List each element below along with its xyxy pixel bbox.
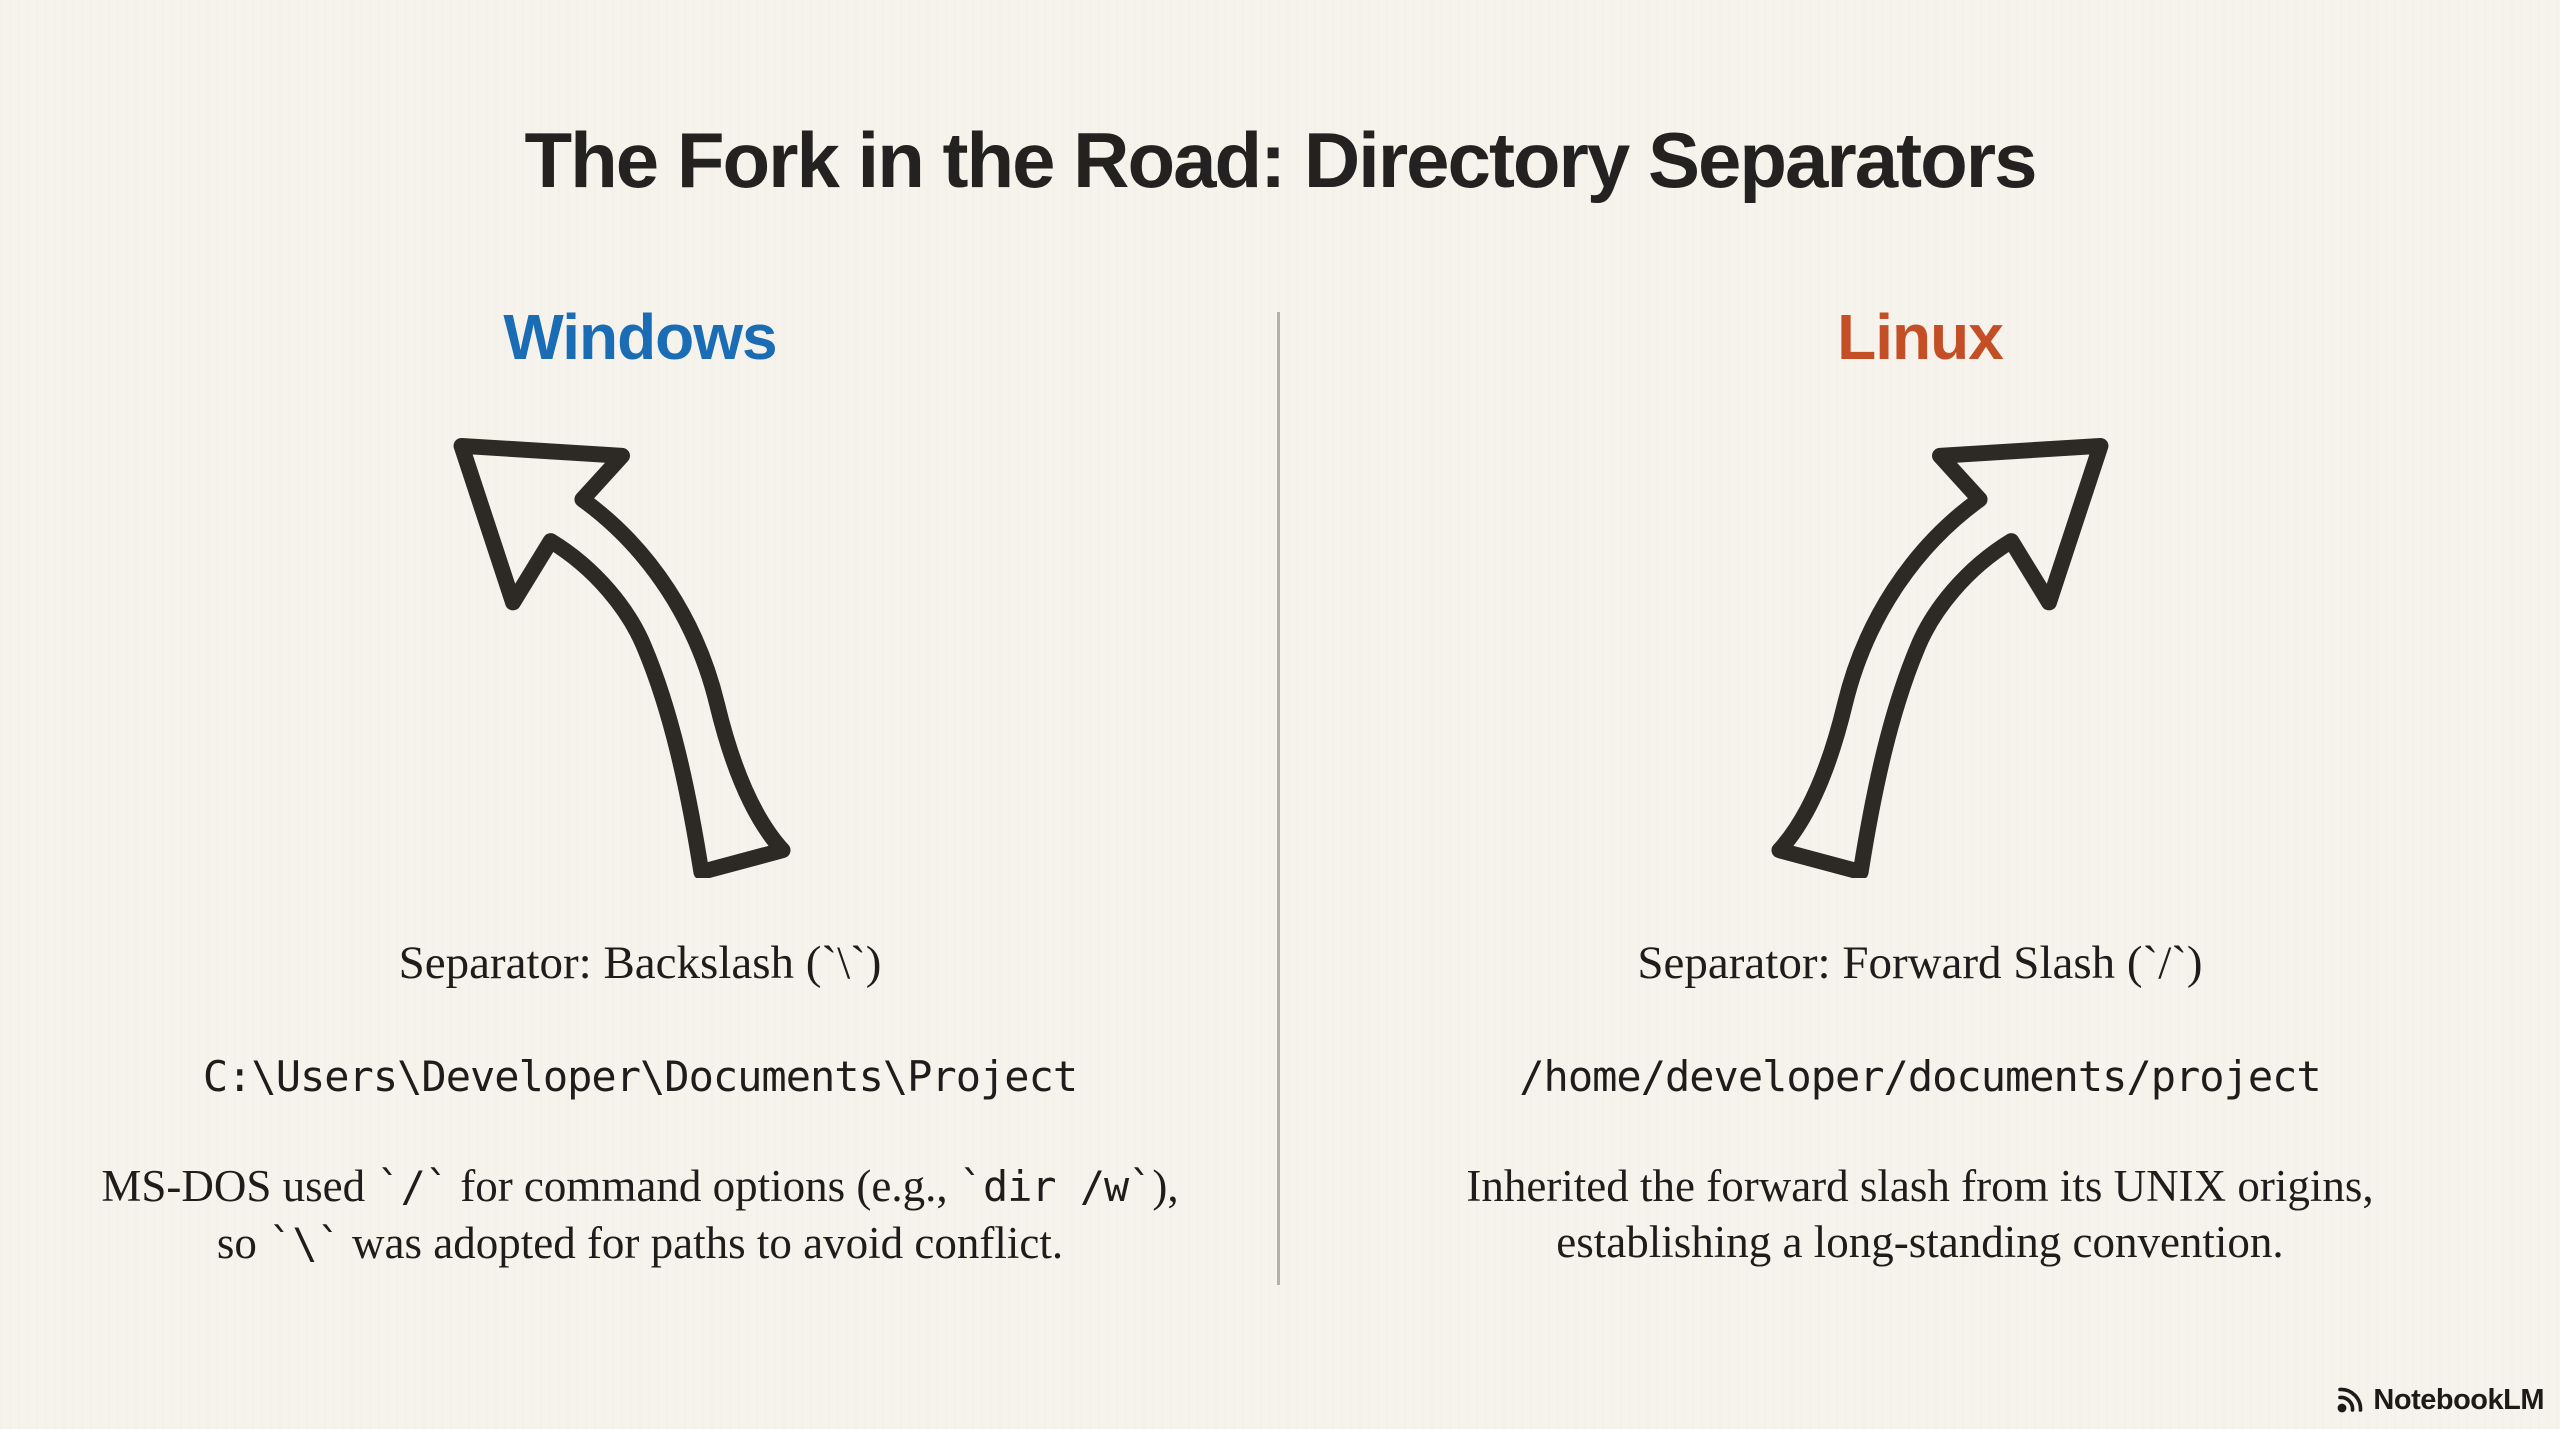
linux-separator-label: Separator: Forward Slash (`/`): [1637, 937, 2203, 989]
windows-history-note: MS-DOS used `/` for command options (e.g…: [101, 1161, 1179, 1268]
notebooklm-icon: [2334, 1386, 2366, 1416]
windows-column: Windows Separator: Backslash (`\`) C:\Us…: [101, 301, 1179, 1268]
page-title: The Fork in the Road: Directory Separato…: [524, 116, 2037, 204]
windows-heading: Windows: [503, 301, 777, 373]
windows-separator-label: Separator: Backslash (`\`): [398, 937, 882, 989]
linux-column: Linux Separator: Forward Slash (`/`) /ho…: [1280, 0, 2560, 1429]
curved-arrow-up-left-icon: [447, 432, 805, 878]
linux-history-note: Inherited the forward slash from its UNI…: [1466, 1161, 2374, 1267]
notebooklm-label: NotebookLM: [2373, 1384, 2544, 1416]
linux-heading: Linux: [1837, 301, 2004, 373]
notebooklm-branding: NotebookLM: [2334, 1384, 2544, 1417]
curved-arrow-up-right-icon: [1757, 432, 2115, 878]
windows-path-example: C:\Users\Developer\Documents\Project: [202, 1052, 1078, 1101]
linux-path-example: /home/developer/documents/project: [1519, 1052, 2321, 1101]
column-divider: [1277, 312, 1280, 1285]
